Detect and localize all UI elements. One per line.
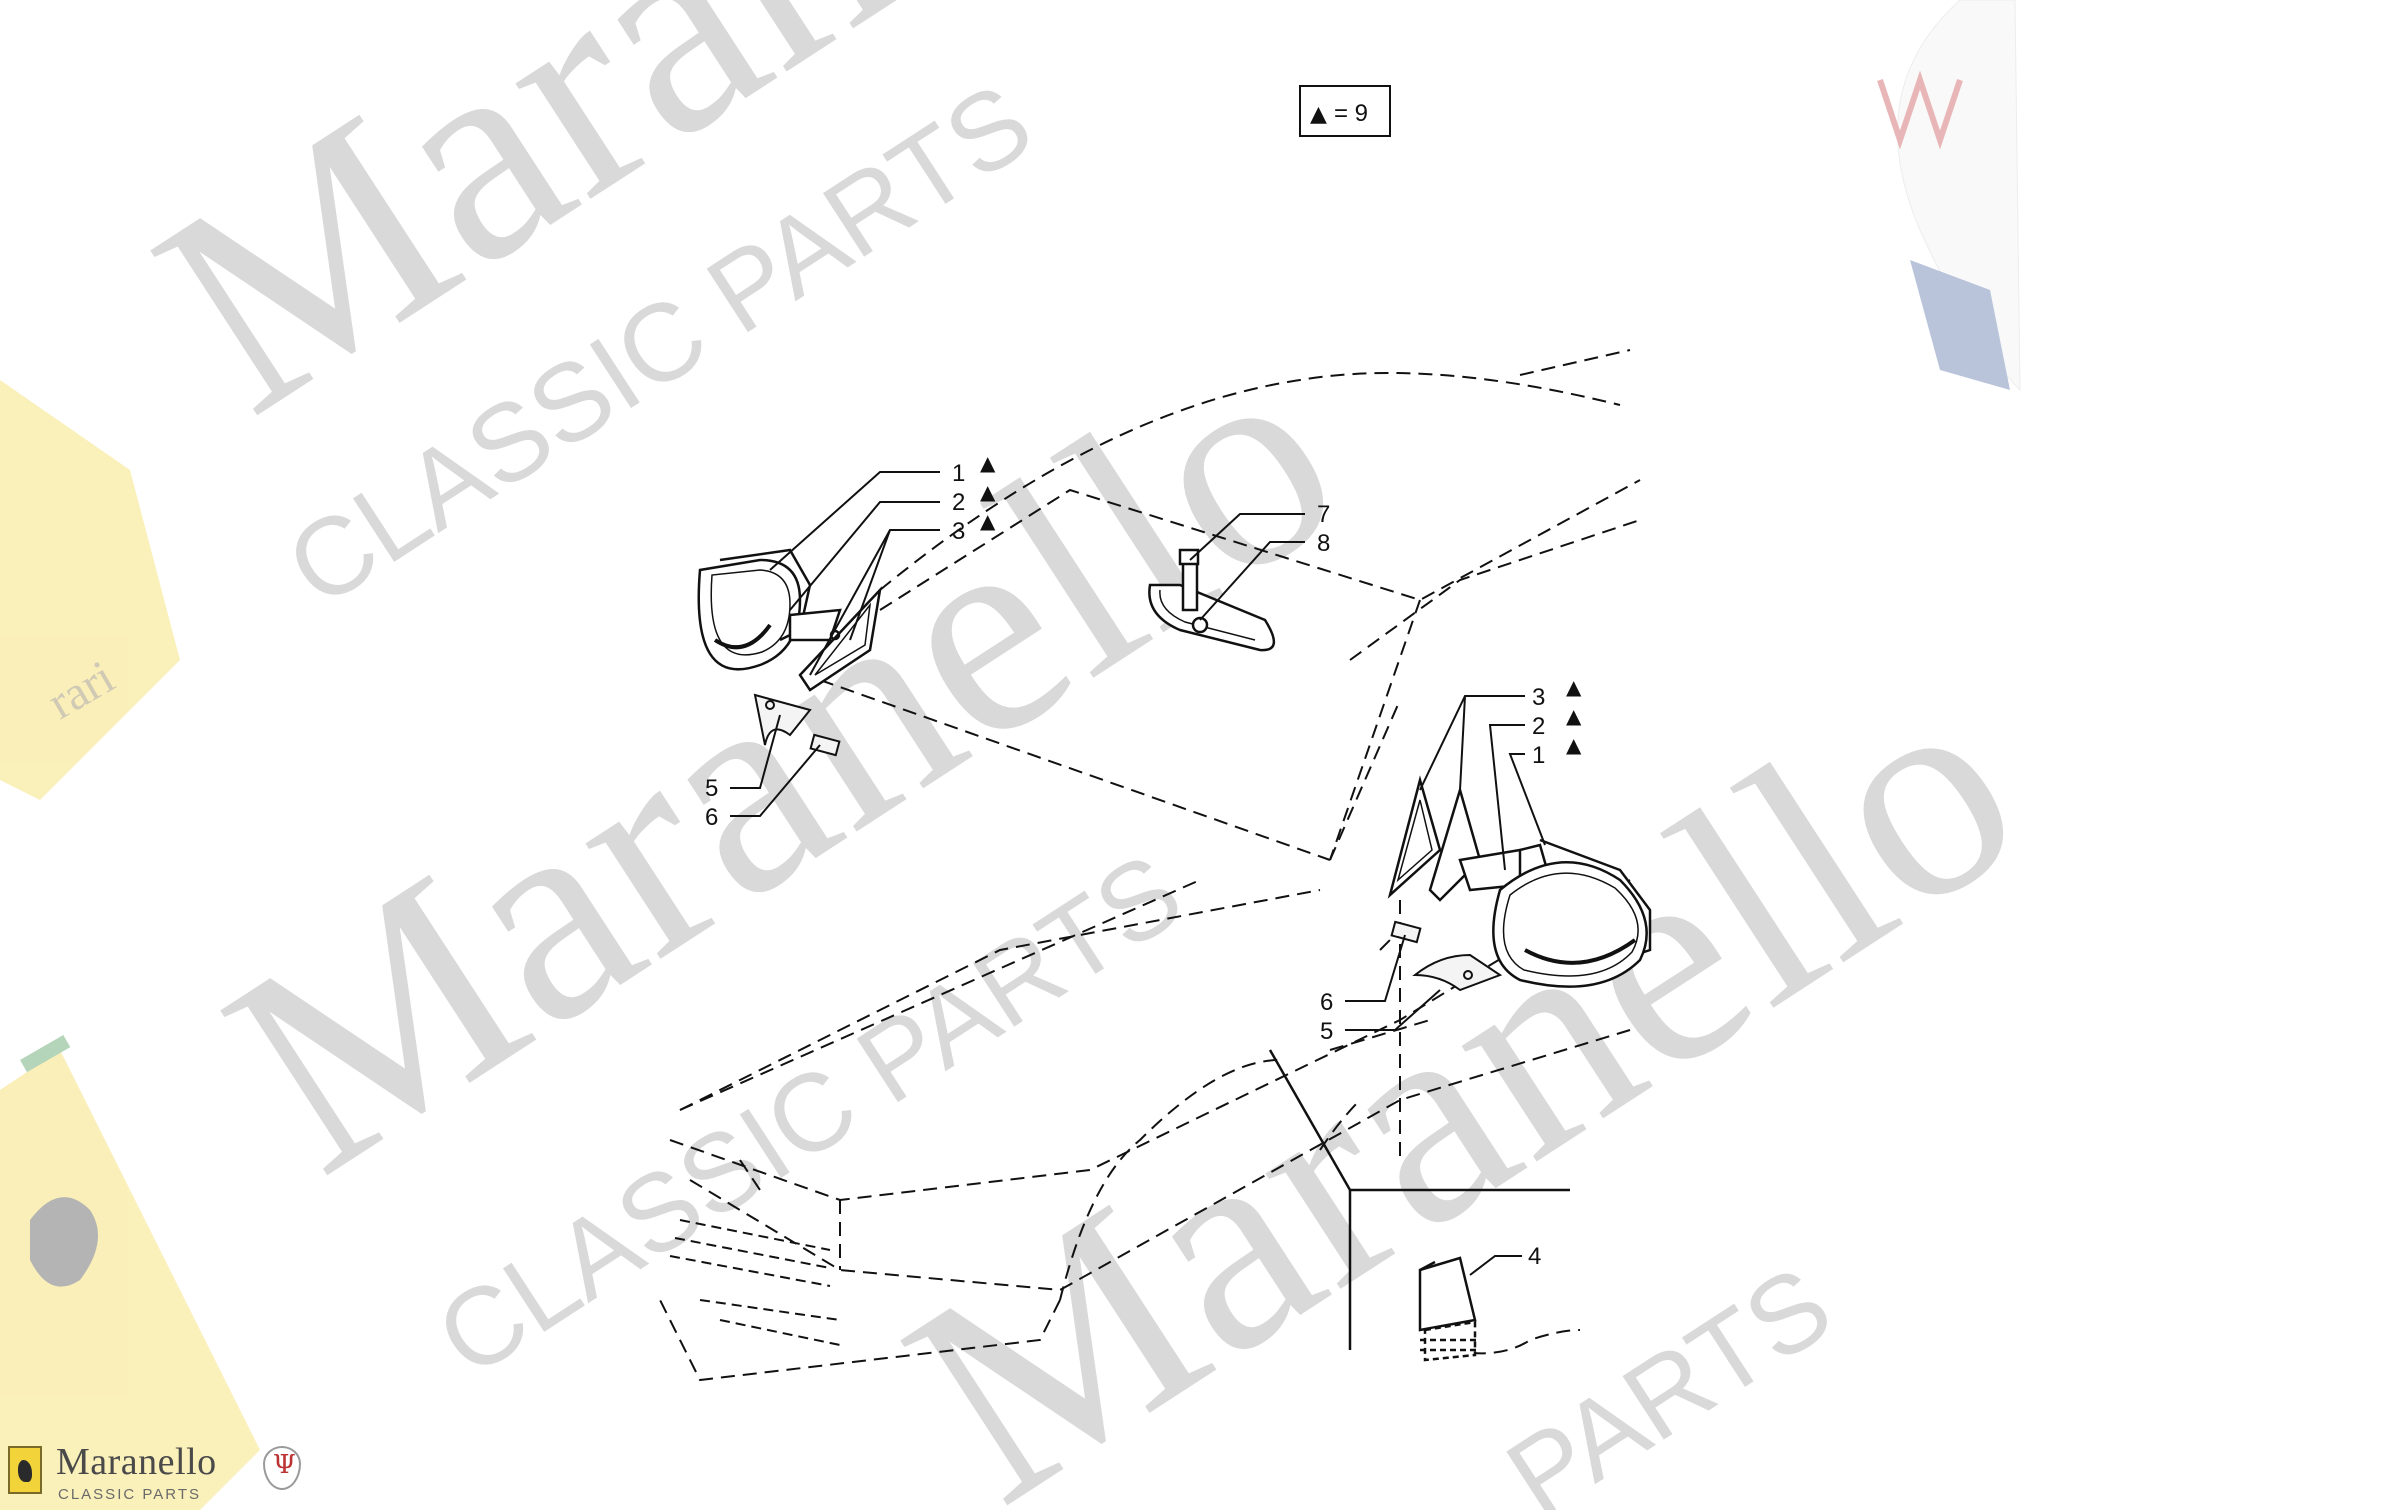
callout-mid-7: 7	[1317, 501, 1330, 528]
maserati-trident-icon	[263, 1446, 301, 1490]
callout-right-3: 3	[1532, 684, 1545, 711]
left-clip	[809, 733, 841, 757]
car-outline	[659, 349, 1641, 1382]
interior-mirror	[1148, 548, 1275, 652]
brand-tagline: CLASSIC PARTS	[58, 1486, 201, 1503]
a-pillar	[1268, 1049, 1570, 1350]
ferrari-badge-fragment-bottom	[0, 1035, 260, 1510]
marker-right-2: ▲	[1566, 704, 1582, 728]
triangle-markers: ▲ ▲ ▲ ▲ ▲ ▲	[980, 451, 1582, 757]
ferrari-badge-fragment-top: rari	[0, 380, 180, 800]
callout-right-6: 6	[1320, 989, 1333, 1016]
car-grille	[669, 1219, 841, 1346]
callouts: 1 2 3 5 6 7 8 3 2 1 6 5 4	[705, 460, 1545, 1270]
watermark: Maranello CLASSIC PARTS Maranello CLASSI…	[105, 0, 2070, 1510]
watermark-text-6: PARTS	[1486, 1243, 1852, 1510]
callout-right-5: 5	[1320, 1018, 1333, 1045]
callout-left-5: 5	[705, 775, 718, 802]
brand-logo: Maranello CLASSIC PARTS	[8, 1438, 308, 1508]
part-4-bracket	[1418, 1256, 1480, 1362]
marker-left-3: ▲	[980, 509, 996, 533]
callout-bottom-4: 4	[1528, 1243, 1541, 1270]
callout-left-2: 2	[952, 489, 965, 516]
marker-right-1: ▲	[1566, 733, 1582, 757]
right-trim-cover	[1412, 953, 1503, 992]
brand-name: Maranello	[56, 1441, 217, 1483]
callout-right-2: 2	[1532, 713, 1545, 740]
leader-lines	[730, 471, 1546, 1276]
right-mirror-assembly	[1387, 775, 1652, 988]
legend-text: = 9	[1334, 100, 1368, 127]
marker-right-3: ▲	[1566, 675, 1582, 699]
marker-left-2: ▲	[980, 480, 996, 504]
maserati-badge-fragment	[1877, 0, 2021, 392]
callout-mid-8: 8	[1317, 530, 1330, 557]
marker-left-1: ▲	[980, 451, 996, 475]
legend: ▲ = 9	[1299, 85, 1391, 137]
callout-left-3: 3	[952, 518, 965, 545]
callout-right-1: 1	[1532, 742, 1545, 769]
callout-left-6: 6	[705, 804, 718, 831]
ferrari-shield-icon	[8, 1446, 42, 1494]
legend-symbol: ▲	[1310, 102, 1327, 127]
callout-left-1: 1	[952, 460, 965, 487]
